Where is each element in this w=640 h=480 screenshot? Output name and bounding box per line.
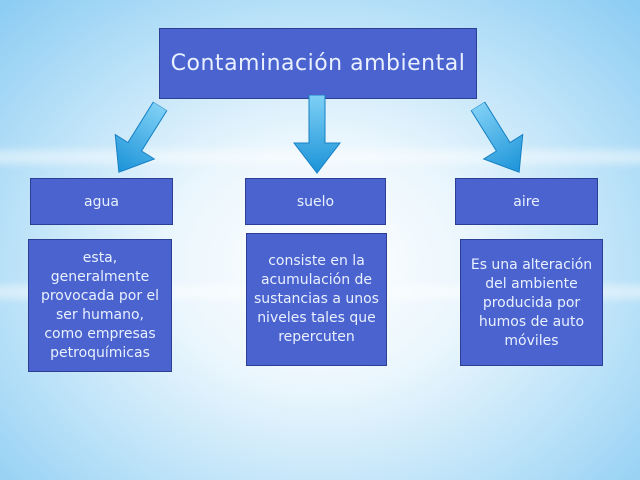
- arrow-down-right-icon: [470, 101, 524, 173]
- category-agua: agua: [30, 178, 173, 225]
- description-agua: esta, generalmente provocada por el ser …: [28, 239, 172, 372]
- arrow-down-left-icon: [114, 101, 168, 173]
- description-suelo: consiste en la acumulación de sustancias…: [246, 233, 387, 366]
- diagram-title: Contaminación ambiental: [159, 28, 477, 99]
- category-suelo: suelo: [245, 178, 386, 225]
- description-aire: Es una alteración del ambiente producida…: [460, 239, 603, 366]
- arrow-down-icon: [292, 95, 342, 174]
- category-aire: aire: [455, 178, 598, 225]
